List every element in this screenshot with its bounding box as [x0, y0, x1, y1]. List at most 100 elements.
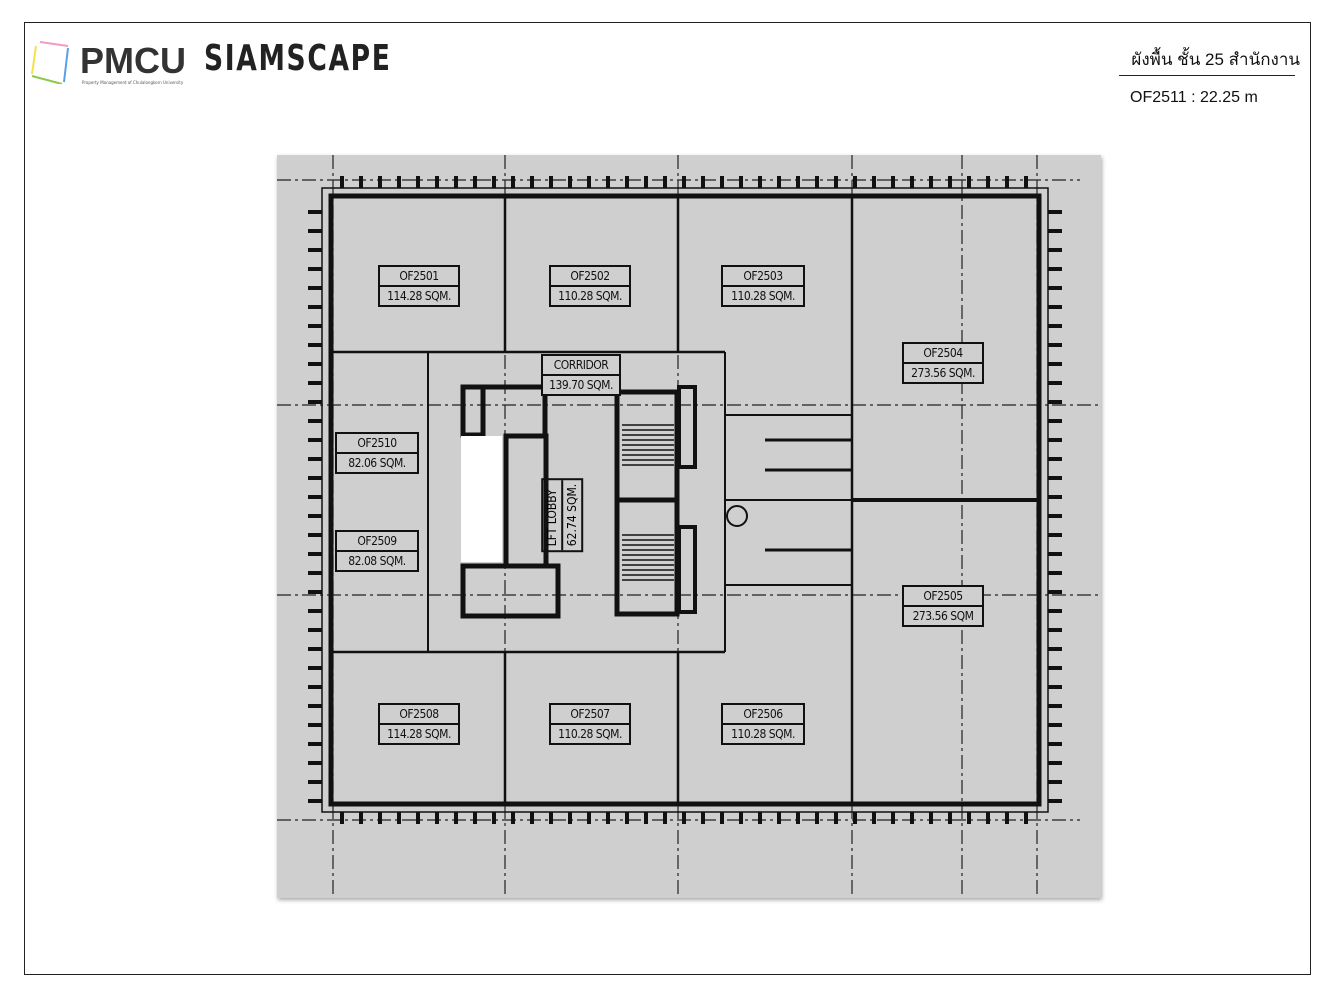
- column-mark: [777, 176, 781, 188]
- column-mark: [606, 176, 610, 188]
- column-mark: [1048, 343, 1062, 347]
- column-mark: [891, 812, 895, 824]
- column-mark: [340, 812, 344, 824]
- column-mark: [308, 419, 322, 423]
- column-mark: [739, 176, 743, 188]
- column-mark: [308, 210, 322, 214]
- column-mark: [606, 812, 610, 824]
- column-mark: [815, 812, 819, 824]
- column-mark: [1048, 761, 1062, 765]
- brand-tagline: Property Management of Chulalongkorn Uni…: [82, 80, 184, 85]
- column-mark: [644, 812, 648, 824]
- column-mark: [530, 176, 534, 188]
- column-mark: [1048, 362, 1062, 366]
- column-mark: [397, 812, 401, 824]
- column-mark: [435, 812, 439, 824]
- column-mark: [454, 176, 458, 188]
- column-mark: [1048, 799, 1062, 803]
- column-mark: [308, 248, 322, 252]
- column-mark: [815, 176, 819, 188]
- column-mark: [758, 812, 762, 824]
- column-mark: [308, 590, 322, 594]
- column-mark: [359, 812, 363, 824]
- column-mark: [739, 812, 743, 824]
- column-mark: [308, 628, 322, 632]
- column-mark: [308, 495, 322, 499]
- column-mark: [1048, 229, 1062, 233]
- column-mark: [473, 812, 477, 824]
- column-mark: [1048, 286, 1062, 290]
- page-subtitle: OF2511 : 22.25 m: [1130, 89, 1258, 106]
- column-mark: [308, 267, 322, 271]
- column-mark: [530, 812, 534, 824]
- column-mark: [308, 514, 322, 518]
- column-mark: [682, 176, 686, 188]
- column-mark: [308, 761, 322, 765]
- column-mark: [308, 362, 322, 366]
- column-mark: [948, 812, 952, 824]
- column-mark: [1048, 381, 1062, 385]
- column-mark: [549, 176, 553, 188]
- column-mark: [910, 812, 914, 824]
- column-mark: [308, 552, 322, 556]
- column-mark: [625, 176, 629, 188]
- column-mark: [308, 438, 322, 442]
- column-mark: [1048, 210, 1062, 214]
- column-mark: [308, 685, 322, 689]
- column-mark: [701, 812, 705, 824]
- column-mark: [308, 324, 322, 328]
- column-mark: [1048, 571, 1062, 575]
- column-mark: [853, 176, 857, 188]
- logo-mark-icon: [31, 41, 69, 84]
- brand-secondary: SIAMSCAPE: [204, 38, 392, 79]
- column-mark: [359, 176, 363, 188]
- column-mark: [872, 176, 876, 188]
- column-mark: [929, 812, 933, 824]
- column-mark: [1048, 666, 1062, 670]
- column-mark: [308, 799, 322, 803]
- column-mark: [1048, 305, 1062, 309]
- column-mark: [492, 812, 496, 824]
- column-mark: [1048, 495, 1062, 499]
- column-mark: [1048, 780, 1062, 784]
- column-mark: [758, 176, 762, 188]
- column-mark: [435, 176, 439, 188]
- column-mark: [454, 812, 458, 824]
- column-mark: [948, 176, 952, 188]
- column-mark: [986, 176, 990, 188]
- column-mark: [1048, 476, 1062, 480]
- column-mark: [308, 609, 322, 613]
- title-divider: [1119, 75, 1295, 76]
- column-mark: [416, 812, 420, 824]
- column-mark: [308, 286, 322, 290]
- column-mark: [1048, 552, 1062, 556]
- column-mark: [587, 176, 591, 188]
- column-mark: [1048, 438, 1062, 442]
- column-mark: [1048, 742, 1062, 746]
- column-mark: [929, 176, 933, 188]
- column-mark: [308, 704, 322, 708]
- column-mark: [1048, 723, 1062, 727]
- column-mark: [308, 666, 322, 670]
- column-mark: [308, 400, 322, 404]
- column-mark: [1048, 590, 1062, 594]
- column-mark: [308, 343, 322, 347]
- perimeter-columns: [308, 176, 1062, 824]
- column-mark: [834, 176, 838, 188]
- column-mark: [511, 176, 515, 188]
- column-mark: [308, 723, 322, 727]
- column-mark: [644, 176, 648, 188]
- column-mark: [663, 812, 667, 824]
- blank-area: [461, 436, 502, 562]
- column-mark: [308, 533, 322, 537]
- column-mark: [378, 812, 382, 824]
